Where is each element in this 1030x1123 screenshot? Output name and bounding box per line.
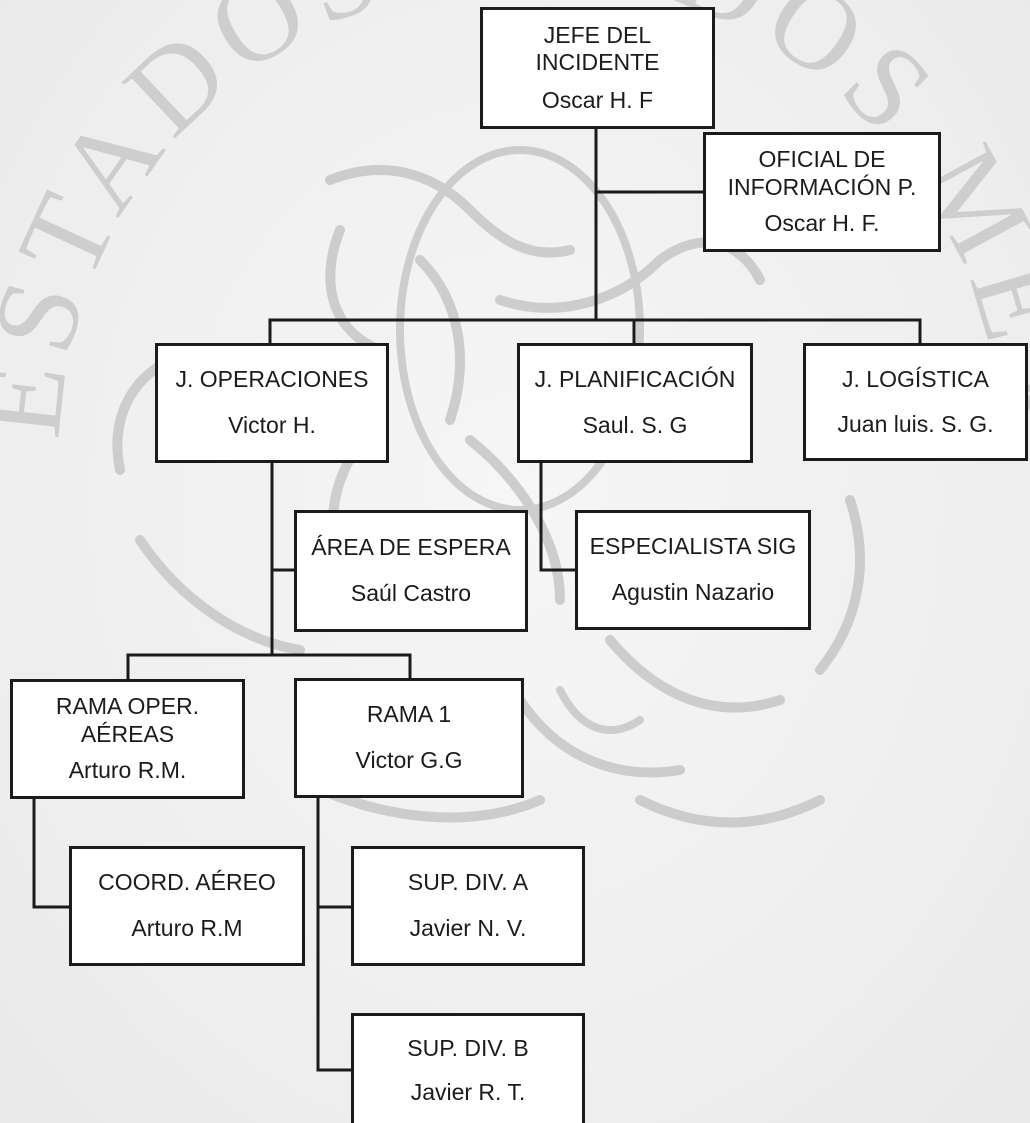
connector-jefe-incidente-to-oficial-informacion xyxy=(594,129,703,194)
node-person: Victor G.G xyxy=(355,747,463,774)
connector-j-operaciones-to-rama-1 xyxy=(272,653,412,678)
node-role: JEFE DEL INCIDENTE xyxy=(535,21,660,76)
node-rama-oper-aereas: RAMA OPER. AÉREAS Arturo R.M. xyxy=(10,679,245,799)
node-jefe-incidente: JEFE DEL INCIDENTE Oscar H. F xyxy=(480,7,715,129)
node-person: Saul. S. G xyxy=(582,412,688,439)
node-j-operaciones: J. OPERACIONES Victor H. xyxy=(155,343,389,463)
node-oficial-informacion: OFICIAL DE INFORMACIÓN P. Oscar H. F. xyxy=(703,132,941,252)
connector-j-planificacion-to-especialista-sig xyxy=(539,463,575,572)
node-person: Arturo R.M xyxy=(131,915,243,942)
node-role: J. LOGÍSTICA xyxy=(842,365,989,392)
node-person: Victor H. xyxy=(228,412,316,439)
node-especialista-sig: ESPECIALISTA SIG Agustin Nazario xyxy=(575,510,811,630)
node-sup-div-a: SUP. DIV. A Javier N. V. xyxy=(351,846,585,966)
connector-rama-1-to-sup-div-b xyxy=(316,907,351,1072)
node-person: Arturo R.M. xyxy=(68,757,187,784)
node-rama-1: RAMA 1 Victor G.G xyxy=(294,678,524,798)
node-role: COORD. AÉREO xyxy=(98,869,276,896)
connector-rama-oper-aereas-to-coord-aereo xyxy=(32,799,69,909)
node-role: J. PLANIFICACIÓN xyxy=(534,366,736,393)
node-coord-aereo: COORD. AÉREO Arturo R.M xyxy=(69,846,305,966)
node-person: Oscar H. F. xyxy=(764,210,880,237)
node-role: J. OPERACIONES xyxy=(175,366,369,393)
node-role: ÁREA DE ESPERA xyxy=(311,533,511,560)
node-person: Javier N. V. xyxy=(409,915,527,942)
node-area-espera: ÁREA DE ESPERA Saúl Castro xyxy=(294,510,528,632)
node-person: Agustin Nazario xyxy=(611,579,775,606)
connector-jefe-incidente-to-j-planificacion xyxy=(596,318,636,343)
node-role: OFICIAL DE INFORMACIÓN P. xyxy=(727,146,917,200)
connector-jefe-incidente-to-j-logistica xyxy=(634,318,922,343)
node-role: RAMA 1 xyxy=(366,701,452,728)
node-role: ESPECIALISTA SIG xyxy=(589,533,797,560)
node-person: Juan luis. S. G. xyxy=(837,410,994,437)
node-role: SUP. DIV. A xyxy=(407,869,529,896)
connector-rama-1-to-sup-div-a xyxy=(316,798,351,909)
node-role: SUP. DIV. B xyxy=(407,1034,529,1061)
node-person: Oscar H. F xyxy=(541,86,654,113)
node-j-planificacion: J. PLANIFICACIÓN Saul. S. G xyxy=(517,343,753,463)
node-person: Saúl Castro xyxy=(350,580,472,607)
node-j-logistica: J. LOGÍSTICA Juan luis. S. G. xyxy=(803,343,1028,461)
connector-jefe-incidente-to-j-operaciones xyxy=(268,192,598,343)
node-sup-div-b: SUP. DIV. B Javier R. T. xyxy=(351,1013,585,1123)
node-person: Javier R. T. xyxy=(410,1078,526,1105)
connector-j-operaciones-to-area-espera xyxy=(270,463,294,572)
node-role: RAMA OPER. AÉREAS xyxy=(55,693,200,747)
connector-j-operaciones-to-rama-oper-aereas xyxy=(126,570,274,679)
